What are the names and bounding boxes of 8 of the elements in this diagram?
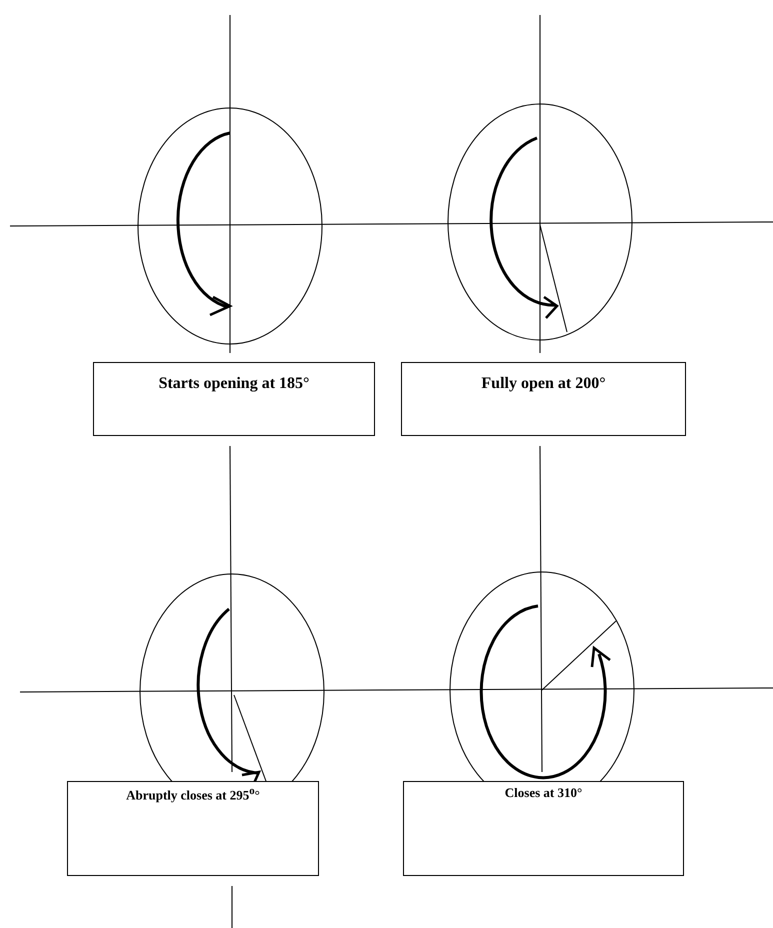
- caption-text: Fully open at 200°: [481, 375, 606, 393]
- caption-text: Starts opening at 185°: [158, 375, 310, 393]
- caption-box: [93, 362, 375, 436]
- caption-text: Closes at 310°: [504, 785, 582, 801]
- caption-box: [403, 781, 684, 876]
- caption-box: [67, 781, 319, 876]
- caption-box: [401, 362, 686, 436]
- caption-text: Abruptly closes at 295$^{o}$°: [126, 785, 260, 804]
